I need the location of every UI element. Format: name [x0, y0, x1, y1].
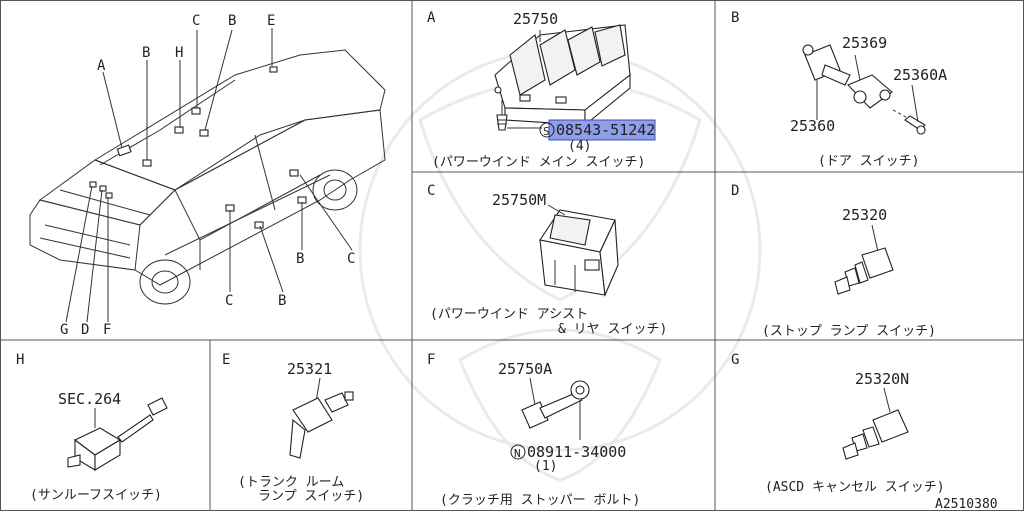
- bolt-icon: [521, 377, 583, 429]
- panel-caption: (ドア スイッチ): [818, 154, 919, 169]
- panel-caption: & リヤ スイッチ): [558, 322, 667, 337]
- part-number: 25320: [842, 206, 887, 224]
- panel-e: E 25321 (トランク ルーム ランプ スイッチ): [222, 352, 364, 504]
- panel-letter: B: [731, 10, 739, 26]
- car-callouts: A B H C B E G D F C B B C: [60, 13, 355, 338]
- door-switch-icon: [802, 44, 926, 135]
- panel-c: C 25750M (パワーウインド アシスト & リヤ スイッチ): [427, 183, 667, 337]
- stop-lamp-switch-icon: [842, 387, 909, 460]
- panel-caption: ランプ スイッチ): [258, 489, 364, 504]
- callout-label: B: [142, 45, 150, 61]
- bolt-marker-icon: [510, 444, 526, 460]
- part-number: 25750: [513, 10, 558, 28]
- callout-label: C: [192, 13, 200, 29]
- window-switch-icon: [539, 204, 619, 298]
- nut-icon: [570, 380, 590, 440]
- panel-b: B 25369 25360A 25360 (ドア スイッチ): [731, 10, 947, 169]
- panel-g: G 25320N (ASCD キャンセル スイッチ): [731, 352, 945, 495]
- screw-icon: [496, 100, 542, 131]
- panel-letter: D: [731, 183, 739, 199]
- callout-label: B: [296, 251, 304, 267]
- part-number: 08911-34000: [527, 443, 626, 461]
- quantity-label: (4): [568, 139, 591, 154]
- panel-letter: C: [427, 183, 435, 199]
- panel-caption: (サンルーフスイッチ): [30, 488, 162, 503]
- callout-label: A: [97, 58, 106, 74]
- callout-label: G: [60, 322, 68, 338]
- part-number: 25321: [287, 360, 332, 378]
- panel-d: D 25320 (ストップ ランプ スイッチ): [731, 183, 936, 339]
- bolt-marker: N: [514, 447, 521, 460]
- panel-f: F 25750A N 08911-34000 (1) (クラッチ用 ストッパー …: [427, 352, 640, 508]
- panel-caption: (パワーウインド アシスト: [430, 307, 588, 322]
- part-number: 25750A: [498, 360, 552, 378]
- callout-label: C: [225, 293, 233, 309]
- panel-letter: G: [731, 352, 739, 368]
- part-number: 25360A: [893, 66, 947, 84]
- panel-letter: H: [16, 352, 24, 368]
- callout-label: C: [347, 251, 355, 267]
- window-switch-icon: [494, 24, 631, 127]
- panel-letter: E: [222, 352, 230, 368]
- part-number: 25360: [790, 117, 835, 135]
- part-number: 08543-51242: [556, 121, 655, 139]
- panel-caption: (トランク ルーム: [238, 475, 344, 490]
- part-number: 25750M: [492, 191, 546, 209]
- part-number: 25320N: [855, 370, 909, 388]
- diagram-code: A2510380: [935, 497, 998, 511]
- callout-label: B: [228, 13, 236, 29]
- stop-lamp-switch-icon: [834, 224, 894, 295]
- part-number-highlight: [548, 119, 656, 141]
- callout-label: B: [278, 293, 286, 309]
- part-number: 25369: [842, 34, 887, 52]
- panel-caption: (パワーウインド メイン スイッチ): [432, 155, 645, 170]
- callout-label: H: [175, 45, 183, 61]
- panel-h: H SEC.264 (サンルーフスイッチ): [16, 352, 168, 503]
- callout-label: E: [267, 13, 275, 29]
- panel-caption: (クラッチ用 ストッパー ボルト): [440, 493, 640, 508]
- sunroof-switch-icon: [67, 397, 168, 471]
- car-outline-icon: [29, 49, 386, 305]
- panel-letter: A: [427, 10, 436, 26]
- car-leader-lines: [65, 28, 353, 323]
- callout-label: F: [103, 322, 111, 338]
- panel-a: A 25750 S 08543-51242 (4) (パワーウインド メイン ス: [427, 10, 656, 170]
- panel-caption: (ストップ ランプ スイッチ): [762, 324, 936, 339]
- quantity-label: (1): [534, 459, 557, 474]
- panel-caption: (ASCD キャンセル スイッチ): [765, 480, 945, 495]
- callout-label: D: [81, 322, 89, 338]
- screw-marker-icon: [539, 122, 555, 138]
- trunk-lamp-switch-icon: [289, 377, 354, 459]
- part-number: SEC.264: [58, 390, 121, 408]
- screw-marker: S: [543, 125, 550, 138]
- panel-letter: F: [427, 352, 435, 368]
